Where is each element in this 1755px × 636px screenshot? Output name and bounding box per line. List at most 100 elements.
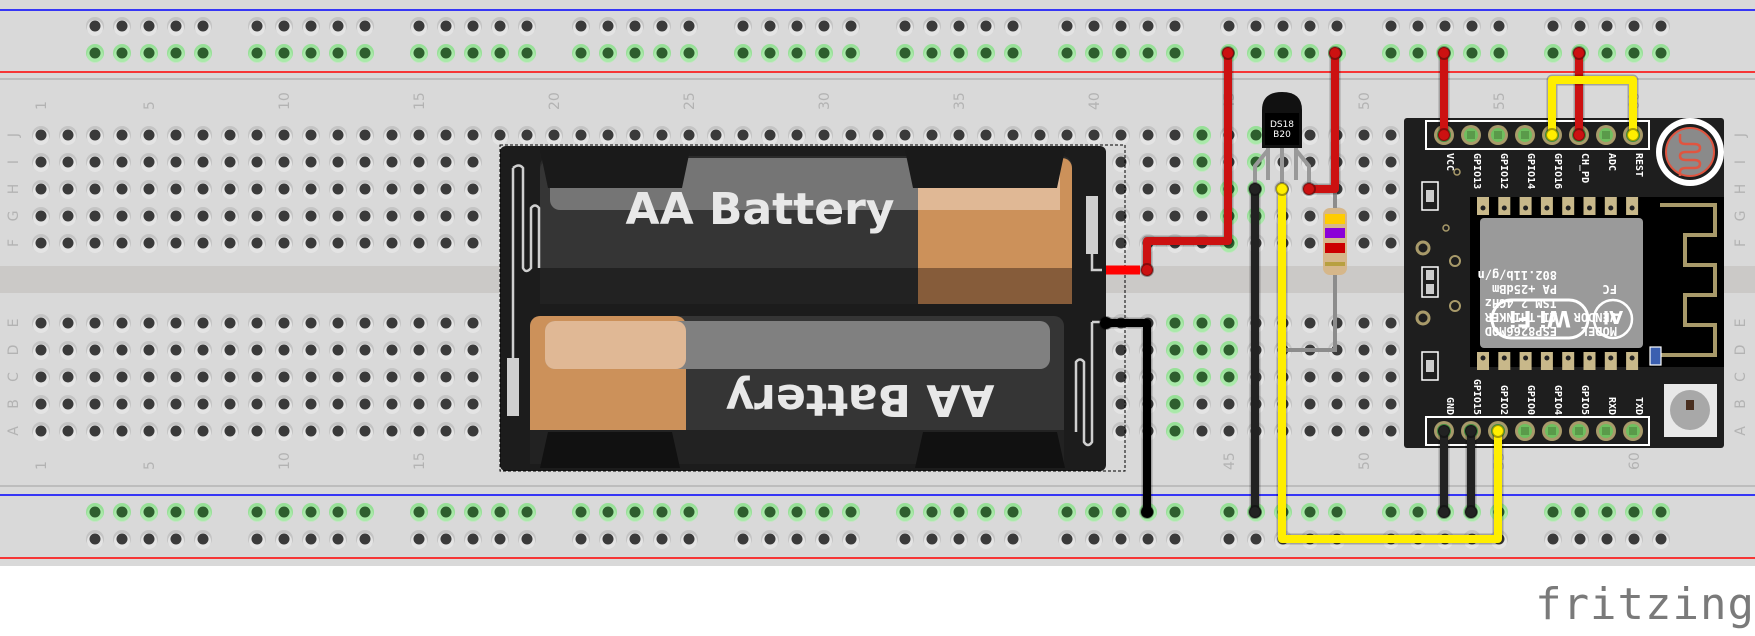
breadboard-hole[interactable] (680, 503, 698, 522)
breadboard-hole[interactable] (1382, 126, 1400, 145)
breadboard-hole[interactable] (410, 503, 428, 522)
breadboard-hole[interactable] (1112, 126, 1130, 145)
breadboard-hole[interactable] (113, 422, 131, 441)
breadboard-hole[interactable] (1544, 44, 1562, 63)
breadboard-hole[interactable] (59, 207, 77, 226)
breadboard-hole[interactable] (1139, 530, 1157, 549)
breadboard-hole[interactable] (167, 503, 185, 522)
breadboard-hole[interactable] (221, 395, 239, 414)
esp-pin-gpio4[interactable]: GPIO4 (1542, 385, 1563, 441)
breadboard-hole[interactable] (167, 126, 185, 145)
breadboard-hole[interactable] (1382, 153, 1400, 172)
breadboard-hole[interactable] (761, 44, 779, 63)
breadboard-hole[interactable] (275, 126, 293, 145)
breadboard-hole[interactable] (437, 126, 455, 145)
breadboard-hole[interactable] (896, 530, 914, 549)
breadboard-hole[interactable] (1004, 17, 1022, 36)
breadboard-hole[interactable] (248, 530, 266, 549)
breadboard-hole[interactable] (32, 207, 50, 226)
breadboard-hole[interactable] (1301, 368, 1319, 387)
breadboard-hole[interactable] (1301, 44, 1319, 63)
breadboard-hole[interactable] (1274, 17, 1292, 36)
breadboard-hole[interactable] (1220, 17, 1238, 36)
breadboard-hole[interactable] (437, 530, 455, 549)
breadboard-hole[interactable] (788, 44, 806, 63)
wire-endpoint[interactable] (1328, 46, 1342, 60)
breadboard-hole[interactable] (383, 180, 401, 199)
breadboard-hole[interactable] (1166, 422, 1184, 441)
wire-endpoint[interactable] (1626, 128, 1640, 142)
breadboard-hole[interactable] (32, 368, 50, 387)
breadboard-hole[interactable] (329, 368, 347, 387)
breadboard-hole[interactable] (653, 126, 671, 145)
breadboard-hole[interactable] (302, 180, 320, 199)
breadboard-hole[interactable] (1139, 207, 1157, 226)
breadboard-hole[interactable] (1112, 530, 1130, 549)
breadboard-hole[interactable] (302, 44, 320, 63)
breadboard-hole[interactable] (896, 17, 914, 36)
breadboard-hole[interactable] (1328, 368, 1346, 387)
breadboard-hole[interactable] (1220, 422, 1238, 441)
breadboard-hole[interactable] (275, 234, 293, 253)
breadboard-hole[interactable] (329, 503, 347, 522)
breadboard-hole[interactable] (1382, 234, 1400, 253)
breadboard-hole[interactable] (437, 503, 455, 522)
breadboard-hole[interactable] (1544, 17, 1562, 36)
wire-black-1[interactable] (1248, 182, 1262, 519)
breadboard-hole[interactable] (1571, 503, 1589, 522)
breadboard-hole[interactable] (464, 180, 482, 199)
breadboard-hole[interactable] (1085, 44, 1103, 63)
breadboard-hole[interactable] (302, 314, 320, 333)
breadboard-hole[interactable] (329, 153, 347, 172)
breadboard-hole[interactable] (1382, 503, 1400, 522)
breadboard-hole[interactable] (1436, 17, 1454, 36)
breadboard-hole[interactable] (329, 44, 347, 63)
breadboard-hole[interactable] (356, 17, 374, 36)
breadboard-hole[interactable] (356, 180, 374, 199)
wire-endpoint[interactable] (1437, 128, 1451, 142)
breadboard-hole[interactable] (491, 17, 509, 36)
breadboard-hole[interactable] (86, 314, 104, 333)
breadboard-hole[interactable] (923, 126, 941, 145)
breadboard-hole[interactable] (1355, 368, 1373, 387)
breadboard-hole[interactable] (1166, 503, 1184, 522)
breadboard-hole[interactable] (383, 395, 401, 414)
breadboard-hole[interactable] (1625, 44, 1643, 63)
breadboard-hole[interactable] (761, 503, 779, 522)
breadboard-hole[interactable] (1220, 368, 1238, 387)
breadboard-hole[interactable] (572, 126, 590, 145)
breadboard-hole[interactable] (1193, 368, 1211, 387)
breadboard-hole[interactable] (275, 44, 293, 63)
breadboard-hole[interactable] (410, 207, 428, 226)
breadboard-hole[interactable] (1382, 368, 1400, 387)
breadboard-hole[interactable] (356, 207, 374, 226)
breadboard-hole[interactable] (302, 422, 320, 441)
esp-pin-adc[interactable]: ADC (1596, 125, 1617, 171)
battery-pack[interactable]: AA Battery AA Battery (499, 144, 1126, 472)
breadboard-hole[interactable] (32, 153, 50, 172)
breadboard-hole[interactable] (1490, 44, 1508, 63)
breadboard-hole[interactable] (680, 44, 698, 63)
breadboard-hole[interactable] (842, 126, 860, 145)
breadboard-hole[interactable] (113, 314, 131, 333)
wires[interactable] (1099, 46, 1640, 545)
esp-pin-rxd[interactable]: RXD (1596, 397, 1617, 441)
breadboard-hole[interactable] (1220, 395, 1238, 414)
breadboard-hole[interactable] (437, 17, 455, 36)
breadboard-hole[interactable] (1220, 341, 1238, 360)
breadboard-hole[interactable] (356, 368, 374, 387)
wire-red-1[interactable] (1140, 46, 1235, 277)
breadboard-hole[interactable] (1058, 44, 1076, 63)
breadboard-hole[interactable] (221, 314, 239, 333)
breadboard-hole[interactable] (1382, 44, 1400, 63)
breadboard-hole[interactable] (464, 530, 482, 549)
breadboard-hole[interactable] (1382, 422, 1400, 441)
breadboard-hole[interactable] (302, 126, 320, 145)
wire-black-2[interactable] (1437, 424, 1451, 519)
breadboard-hole[interactable] (32, 126, 50, 145)
breadboard-hole[interactable] (491, 126, 509, 145)
breadboard-hole[interactable] (518, 44, 536, 63)
breadboard-hole[interactable] (1031, 126, 1049, 145)
breadboard-hole[interactable] (302, 530, 320, 549)
